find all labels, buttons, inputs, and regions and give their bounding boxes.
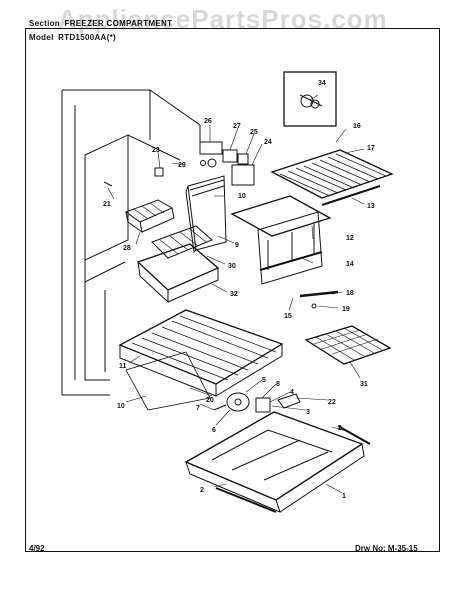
section-header: Section FREEZER COMPARTMENT (29, 19, 172, 28)
bottom-drain-tray (184, 411, 371, 513)
callout-26: 25 (250, 129, 258, 136)
callout-24: 23 (152, 147, 160, 154)
callout-3: 3 (306, 409, 310, 416)
callout-27: 26 (204, 118, 212, 125)
part-callouts: 34 16 17 13 12 14 18 19 15 10 9 30 32 21… (103, 80, 375, 500)
small-fasteners (103, 160, 206, 187)
callout-14: 13 (367, 203, 375, 210)
callout-4: 4 (290, 389, 294, 396)
callout-34: 34 (318, 80, 326, 87)
callout-18: 17 (367, 145, 375, 152)
ice-tray (124, 199, 175, 234)
callout-8: 8 (276, 381, 280, 388)
callout-28: 27 (233, 123, 241, 130)
footer-drawing-number: Drw No: M-35-15 (355, 544, 418, 553)
model-label: Model (29, 33, 54, 42)
section-label: Section (29, 19, 60, 28)
shelf-rail (299, 290, 339, 309)
duct-cover (185, 175, 227, 254)
callout-7: 7 (196, 405, 200, 412)
callout-16: 15 (284, 313, 292, 320)
callout-25: 24 (264, 139, 272, 146)
callout-6: 6 (212, 427, 216, 434)
callout-22: 21 (103, 201, 111, 208)
callout-21: 20 (206, 397, 214, 404)
drawing-value: M-35-15 (387, 544, 418, 553)
callout-11: 10 (117, 403, 125, 410)
inset-box-34 (283, 71, 337, 127)
callout-17: 16 (353, 123, 361, 130)
cabinet-outline (61, 89, 201, 396)
control-parts (154, 141, 255, 186)
callout-20: 19 (342, 306, 350, 313)
callout-2-right: 2 (338, 425, 342, 432)
callout-12: 11 (119, 363, 127, 370)
model-header: Model RTD1500AA(*) (29, 33, 116, 42)
watermark: AppliancePartsPros.com (58, 4, 388, 34)
callout-31: 30 (228, 263, 236, 270)
callout-9: 9 (235, 242, 239, 249)
callout-33: 32 (230, 291, 238, 298)
callout-19: 18 (346, 290, 354, 297)
diagram-frame (25, 28, 440, 552)
footer-date: 4/92 (29, 544, 45, 553)
wire-rack-32 (304, 325, 392, 365)
callout-32: 31 (360, 381, 368, 388)
section-value: FREEZER COMPARTMENT (64, 19, 173, 28)
callout-23: 22 (328, 399, 336, 406)
drawing-label: Drw No: (355, 544, 386, 553)
middle-shelf-panel (230, 195, 332, 285)
ice-bin (136, 225, 220, 304)
callout-1: 1 (342, 493, 346, 500)
callout-30: 29 (178, 162, 186, 169)
callout-29: 28 (123, 245, 131, 252)
callout-2-left: 2 (200, 487, 204, 494)
model-value: RTD1500AA(*) (58, 33, 116, 42)
lower-wire-shelf (118, 309, 284, 411)
callout-5: 5 (262, 377, 266, 384)
fan-assembly (213, 392, 301, 413)
callout-15: 14 (346, 261, 354, 268)
upper-wire-shelf (270, 149, 394, 206)
callout-13: 12 (346, 235, 354, 242)
callout-10: 10 (238, 193, 246, 200)
